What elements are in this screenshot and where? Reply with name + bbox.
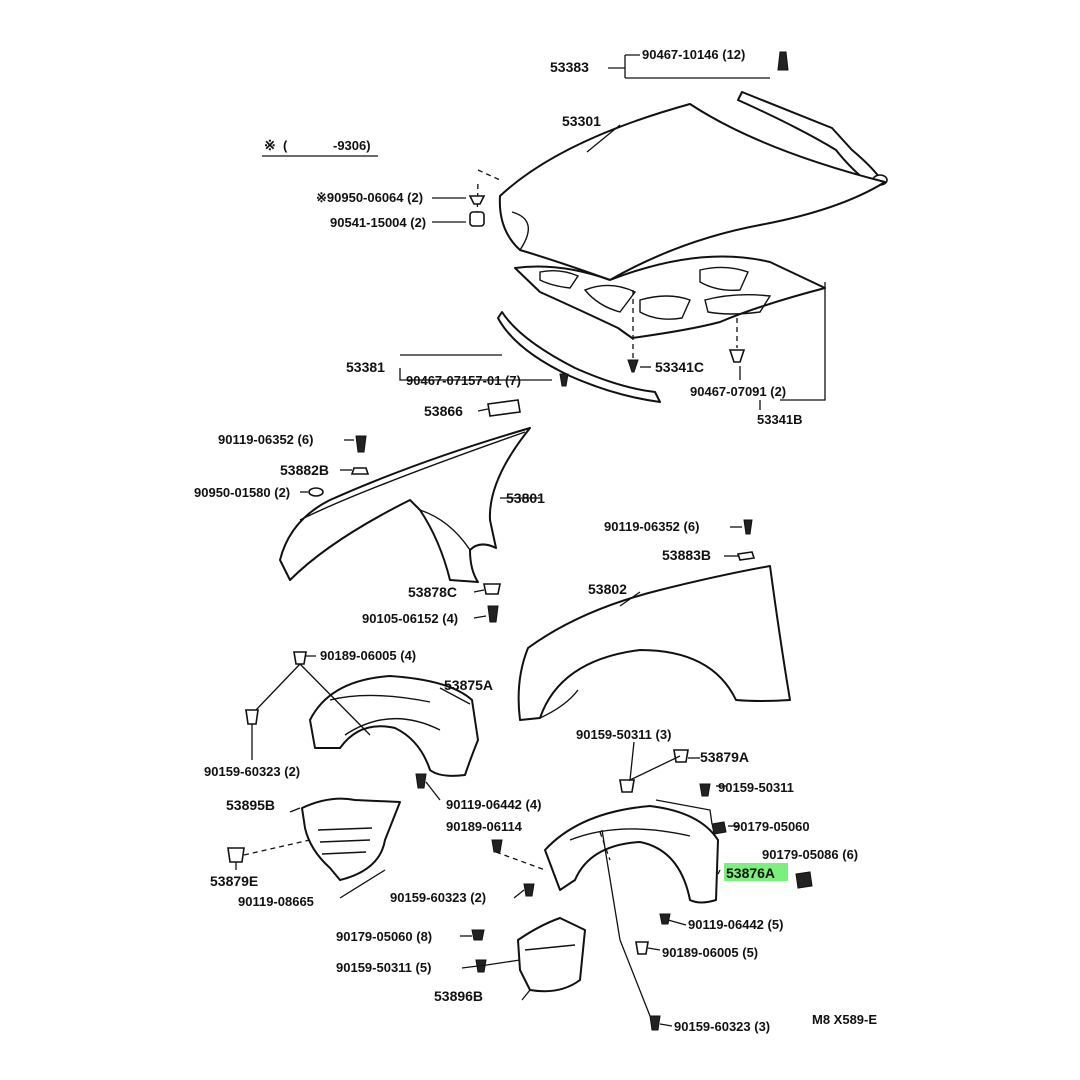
screw-icon [355,435,367,453]
label-53879A[interactable]: 53879A [700,749,749,765]
label-90467-07091[interactable]: 90467-07091 (2) [690,384,786,399]
label-90159-50311-b[interactable]: 90159-50311 [718,780,794,795]
label-90179-05060-a[interactable]: 90179-05060 [733,819,810,834]
part-labels: 53383 90467-10146 (12) 53301 ※90950-0606… [194,47,858,1034]
label-90105-06152[interactable]: 90105-06152 (4) [362,611,458,626]
grommet-icon [308,487,324,497]
grommet-icon [468,195,486,205]
label-90159-60323-a[interactable]: 90159-60323 (2) [204,764,300,779]
label-53866[interactable]: 53866 [424,403,463,419]
label-90119-06352-b[interactable]: 90119-06352 (6) [604,519,699,534]
hood-weatherstrip-53381[interactable] [497,311,661,403]
label-90467-10146[interactable]: 90467-10146 (12) [642,47,745,62]
clip-icon [627,359,639,373]
front-fender-53802[interactable] [517,565,791,721]
label-53383[interactable]: 53383 [550,59,589,75]
label-53875A[interactable]: 53875A [444,677,493,693]
screw-icon [699,783,711,797]
note-open: ( [283,138,288,153]
label-53802[interactable]: 53802 [588,581,627,597]
label-90159-60323-c[interactable]: 90159-60323 (3) [674,1019,770,1034]
highlight-53876A [724,863,788,881]
bumper-icon [469,211,485,227]
label-53879E[interactable]: 53879E [210,873,258,889]
nut-icon [795,871,813,889]
label-90189-06114[interactable]: 90189-06114 [446,819,523,834]
clip-icon [635,941,649,955]
label-90159-50311-c[interactable]: 90159-50311 (5) [336,960,431,975]
label-53381[interactable]: 53381 [346,359,385,375]
label-90159-50311-a[interactable]: 90159-50311 (3) [576,727,671,742]
clip-icon [227,847,245,863]
leader-lines [235,54,826,1027]
nut-icon [471,929,485,941]
fender-liner-53875A[interactable] [309,675,479,777]
fender-liner-53876A[interactable] [544,805,719,904]
note-star: ※ [264,137,276,153]
clip-icon [728,349,746,363]
label-90179-05060-b[interactable]: 90179-05060 (8) [336,929,432,944]
label-90119-06352-a[interactable]: 90119-06352 (6) [218,432,313,447]
label-53882B[interactable]: 53882B [280,462,329,478]
screw-icon [523,883,535,897]
nut-icon [350,467,370,475]
cushion-icon [487,399,521,417]
label-53876A[interactable]: 53876A [726,865,775,881]
label-53341C[interactable]: 53341C [655,359,704,375]
clip-icon [293,651,307,665]
splash-shield-53896B[interactable] [517,917,586,993]
label-53883B[interactable]: 53883B [662,547,711,563]
clip-icon [777,51,789,71]
note-code: -9306) [333,138,371,153]
screw-icon [649,1015,661,1031]
corner-code: M8 X589-E [812,1012,877,1027]
label-53801[interactable]: 53801 [506,490,545,506]
screw-icon [415,773,427,789]
fastener-icons [227,195,813,1031]
screw-icon [743,519,753,535]
bracket-icon [483,583,501,595]
label-90119-06442-b[interactable]: 90119-06442 (5) [688,917,783,932]
nut-icon [711,821,727,835]
label-53896B[interactable]: 53896B [434,988,483,1004]
clip-icon [245,709,259,725]
clip-icon [559,373,569,387]
hood-inner-panel[interactable] [514,255,826,339]
screw-icon [659,913,671,925]
hood-panel-53301[interactable] [498,103,886,281]
label-53878C[interactable]: 53878C [408,584,457,600]
bolt-icon [487,605,499,623]
label-90119-08665[interactable]: 90119-08665 [238,894,314,909]
clip-icon [619,779,635,793]
label-90541-15004[interactable]: 90541-15004 (2) [330,215,426,230]
clip-icon [491,839,503,853]
splash-shield-53895B[interactable] [301,797,401,881]
label-90159-60323-b[interactable]: 90159-60323 (2) [390,890,486,905]
label-53301[interactable]: 53301 [562,113,601,129]
label-90189-06005-a[interactable]: 90189-06005 (4) [320,648,416,663]
nut-icon [736,551,756,561]
clip-icon [673,749,689,763]
label-53895B[interactable]: 53895B [226,797,275,813]
label-90950-01580[interactable]: 90950-01580 (2) [194,485,290,500]
label-90950-06064[interactable]: ※90950-06064 (2) [316,190,423,205]
label-90467-07157-01[interactable]: 90467-07157-01 (7) [406,373,521,388]
label-90119-06442-a[interactable]: 90119-06442 (4) [446,797,541,812]
label-90189-06005-b[interactable]: 90189-06005 (5) [662,945,758,960]
label-53341B[interactable]: 53341B [757,412,803,427]
note-block: ※ ( -9306) [262,137,378,157]
label-90179-05086[interactable]: 90179-05086 (6) [762,847,858,862]
fender-apron-53801[interactable] [279,427,531,583]
